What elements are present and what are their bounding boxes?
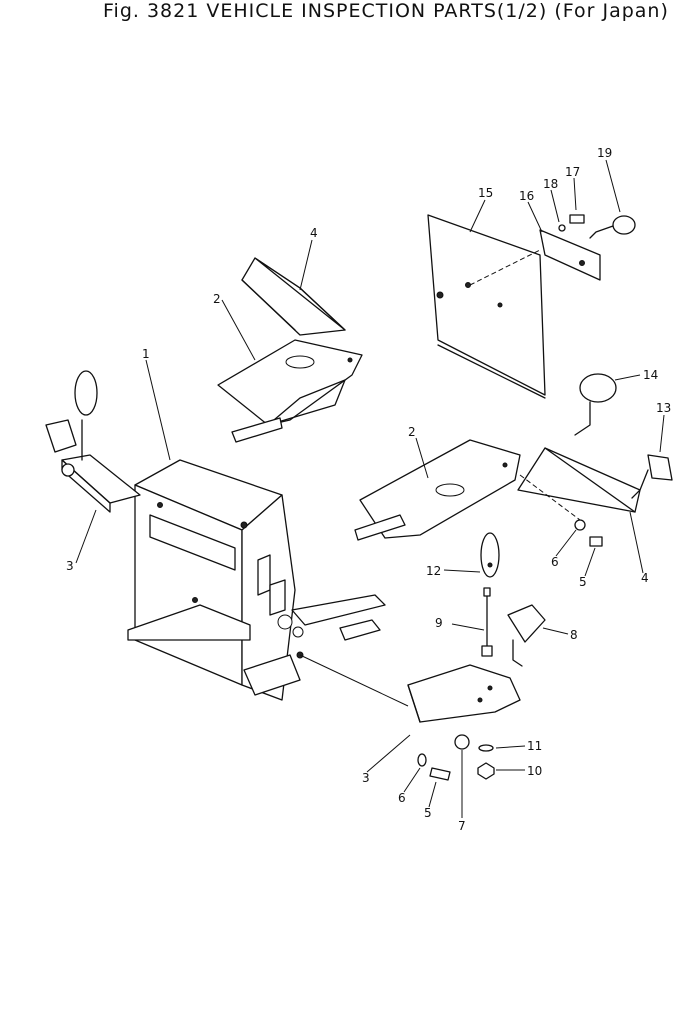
callout-11: 11 — [527, 739, 542, 753]
callout-6-lower: 6 — [398, 791, 406, 805]
pole — [481, 587, 493, 657]
license-bracket — [539, 229, 601, 281]
callout-3-lower: 3 — [362, 771, 370, 785]
connector — [631, 454, 673, 499]
callout-16: 16 — [519, 189, 534, 203]
callout-17: 17 — [565, 165, 580, 179]
figure-title: Fig. 3821 VEHICLE INSPECTION PARTS(1/2) … — [103, 0, 669, 22]
side-lamp — [507, 604, 546, 667]
callout-10: 10 — [527, 764, 542, 778]
callout-labels: 1 2 2 3 3 4 4 5 5 6 6 7 8 9 10 11 12 13 … — [66, 146, 671, 833]
upper-mounting-plate — [217, 339, 363, 443]
callout-3-left: 3 — [66, 559, 74, 573]
callout-2-upper: 2 — [213, 292, 221, 306]
washer-6-lower — [417, 753, 427, 767]
bolt-17 — [569, 214, 585, 224]
callout-6-right: 6 — [551, 555, 559, 569]
callout-8: 8 — [570, 628, 578, 642]
lower-mounting-plate — [354, 439, 521, 541]
rear-lamp — [574, 373, 617, 436]
reflector — [480, 532, 500, 578]
callout-13: 13 — [656, 401, 671, 415]
upper-cover-bracket — [241, 257, 346, 336]
bolt-5-lower — [429, 767, 451, 781]
main-frame — [127, 459, 386, 701]
washer-6-right — [574, 519, 586, 531]
callout-14: 14 — [643, 368, 658, 382]
washer-18 — [558, 224, 566, 232]
bolt-5-right — [589, 536, 603, 547]
callout-5-lower: 5 — [424, 806, 432, 820]
plate-panel — [427, 214, 546, 399]
lower-cover-bracket — [517, 447, 641, 521]
callout-5-right: 5 — [579, 575, 587, 589]
callout-4-upper: 4 — [310, 226, 318, 240]
left-bracket-assembly — [45, 370, 141, 513]
washer-11 — [478, 744, 494, 752]
lamp-19 — [589, 215, 636, 239]
callout-2-right: 2 — [408, 425, 416, 439]
callout-18: 18 — [543, 177, 558, 191]
callout-12: 12 — [426, 564, 441, 578]
callout-19: 19 — [597, 146, 612, 160]
lower-bracket — [407, 664, 521, 723]
leader-lines — [75, 159, 665, 818]
callout-7: 7 — [458, 819, 466, 833]
grommet-7 — [454, 734, 470, 750]
callout-15: 15 — [478, 186, 493, 200]
nut-10 — [477, 762, 495, 780]
callout-9: 9 — [435, 616, 443, 630]
callout-1: 1 — [142, 347, 150, 361]
callout-4-right: 4 — [641, 571, 649, 585]
